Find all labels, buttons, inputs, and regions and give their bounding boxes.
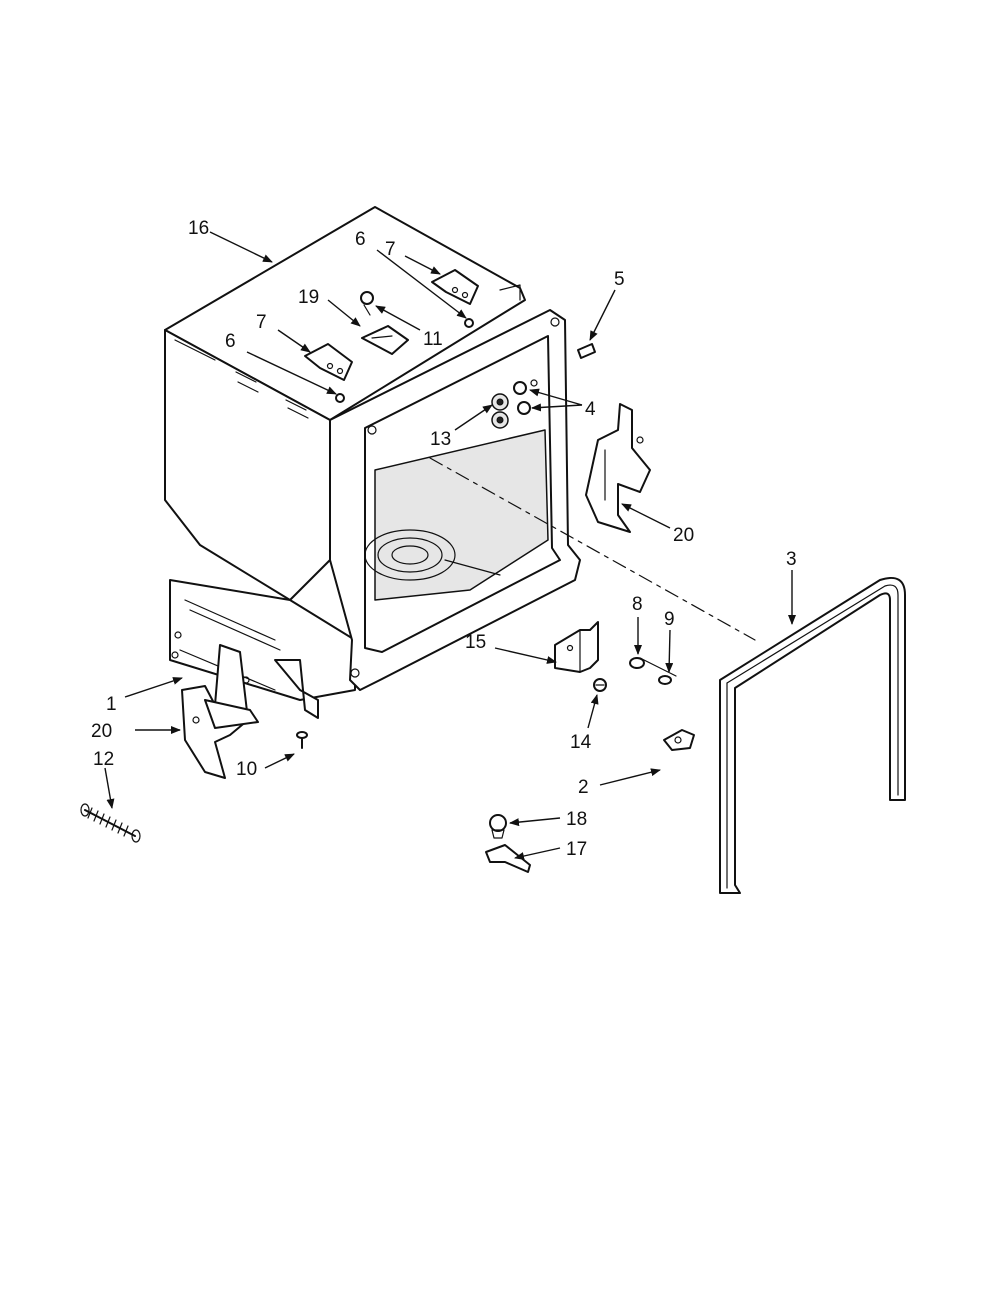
callout-7-upper: 7 xyxy=(385,239,396,260)
bracket-7-lower xyxy=(304,343,353,381)
callout-12: 12 xyxy=(93,749,114,770)
callout-13: 13 xyxy=(430,429,451,450)
callout-20-right: 20 xyxy=(673,525,694,546)
rollers-13 xyxy=(491,393,509,429)
callout-16: 16 xyxy=(188,218,209,239)
callout-17: 17 xyxy=(566,839,587,860)
callout-15: 15 xyxy=(465,632,486,653)
callout-6-lower: 6 xyxy=(225,331,236,352)
callout-14: 14 xyxy=(570,732,592,753)
callout-4: 4 xyxy=(585,399,596,420)
callout-5: 5 xyxy=(614,269,625,290)
clip-2 xyxy=(663,729,695,751)
callout-labels: 16 7 6 19 11 7 6 5 4 13 20 3 8 9 15 14 1… xyxy=(91,218,797,860)
callout-19: 19 xyxy=(298,287,319,308)
screw-6-lower xyxy=(335,393,345,403)
spring-12 xyxy=(80,803,141,843)
clip-11 xyxy=(360,291,374,316)
screw-10 xyxy=(296,731,308,749)
bracket-15 xyxy=(554,621,599,673)
callout-2: 2 xyxy=(578,777,589,798)
screw-9 xyxy=(658,675,672,685)
hinge-20-left xyxy=(181,644,259,779)
tub-assembly xyxy=(164,206,581,719)
callout-18: 18 xyxy=(566,809,587,830)
plate-19 xyxy=(361,325,409,355)
callout-10: 10 xyxy=(236,759,257,780)
callout-9: 9 xyxy=(664,609,675,630)
leader-lines xyxy=(104,231,796,860)
gasket-3 xyxy=(719,576,906,894)
nut-8 xyxy=(629,657,645,669)
plate-17 xyxy=(485,844,531,873)
screw-6-upper xyxy=(464,318,474,328)
callout-3: 3 xyxy=(786,549,797,570)
knob-18 xyxy=(489,814,507,839)
callout-7-lower: 7 xyxy=(256,312,267,333)
hinge-20-right xyxy=(585,403,651,533)
callout-6-upper: 6 xyxy=(355,229,366,250)
callout-8: 8 xyxy=(632,594,643,615)
screw-14 xyxy=(593,678,607,692)
callout-20-left: 20 xyxy=(91,721,112,742)
callout-11: 11 xyxy=(423,329,443,350)
callout-1: 1 xyxy=(106,694,117,715)
screw-5 xyxy=(577,343,596,359)
washers-4 xyxy=(513,379,538,415)
bracket-7-upper xyxy=(431,269,479,305)
